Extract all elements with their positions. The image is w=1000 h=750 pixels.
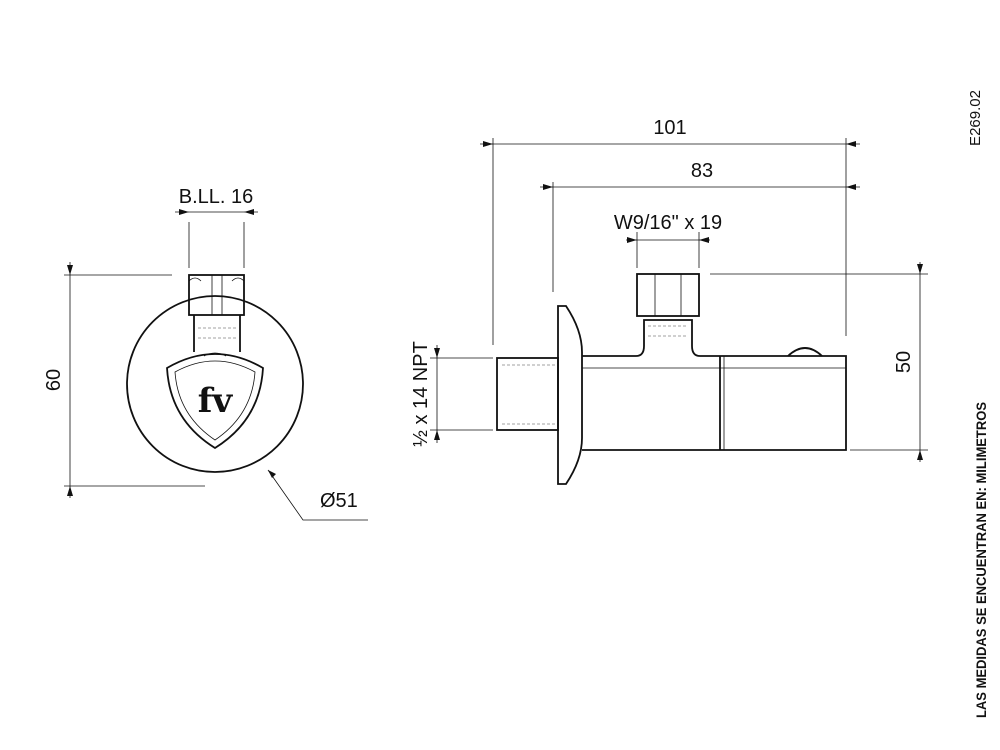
flange-length-label: 83 — [691, 160, 713, 182]
outlet-thread-label: W9/16" x 19 — [614, 212, 722, 234]
units-note: LAS MEDIDAS SE ENCUENTRAN EN: MILIMETROS — [973, 402, 989, 718]
front-view: fv B.LL. 16 60 Ø51 — [43, 186, 368, 521]
outlet-hex-nut — [636, 273, 700, 317]
fv-logo-text: fv — [198, 381, 234, 421]
drawing-code: E269.02 — [967, 90, 984, 146]
wall-flange — [557, 305, 583, 485]
shield-logo-icon — [166, 353, 264, 450]
wrench-size-label: B.LL. 16 — [179, 186, 254, 208]
inlet-nipple — [496, 357, 559, 431]
inlet-thread-label: ½ x 14 NPT — [410, 341, 432, 447]
front-hex-nut — [188, 274, 245, 316]
front-body-circle — [126, 295, 304, 473]
side-height-label: 50 — [893, 351, 915, 373]
side-view: 101 83 W9/16" x 19 ½ x 14 NPT 50 — [410, 117, 928, 485]
overall-length-label: 101 — [653, 117, 686, 139]
valve-body — [582, 319, 847, 451]
diameter-label: Ø51 — [320, 490, 358, 512]
front-height-label: 60 — [43, 369, 65, 391]
